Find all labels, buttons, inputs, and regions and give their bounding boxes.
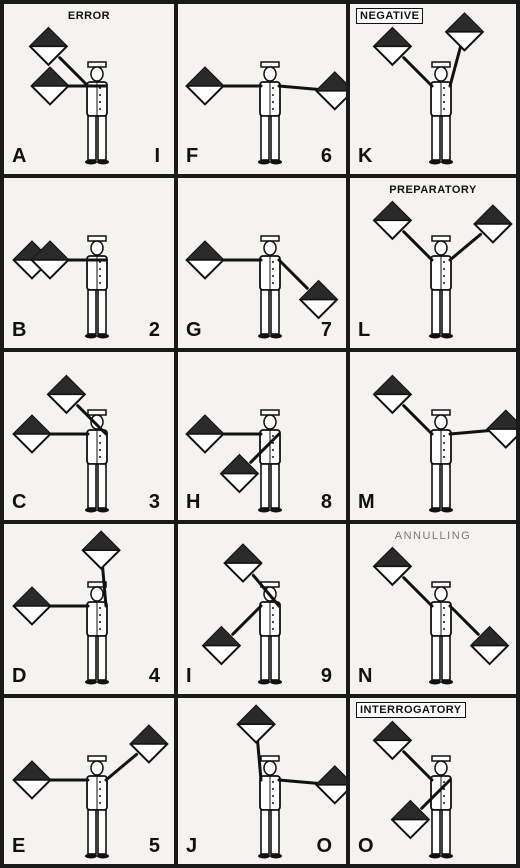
signal-letter: L <box>358 319 370 342</box>
signal-letter: A <box>12 145 26 168</box>
signaller-figure <box>429 756 453 859</box>
signaller-figure <box>85 62 109 165</box>
signal-letter: F <box>186 145 198 168</box>
signal-caption: ERROR <box>4 10 174 22</box>
semaphore-figure <box>350 178 516 348</box>
signal-digit: 7 <box>321 319 332 342</box>
semaphore-cell-a: ERROR A I <box>4 4 174 174</box>
right-flag <box>225 545 262 582</box>
right-flag <box>83 532 120 569</box>
signal-digit: I <box>154 145 160 168</box>
left-flag <box>187 68 224 105</box>
signal-digit: 8 <box>321 491 332 514</box>
signal-letter: J <box>186 835 197 858</box>
signal-letter: G <box>186 319 202 342</box>
semaphore-cell-o: INTERROGATORY O <box>350 698 516 864</box>
signaller-figure <box>429 410 453 513</box>
signal-digit: 6 <box>321 145 332 168</box>
semaphore-cell-h: H8 <box>178 352 346 520</box>
signal-digit: 2 <box>149 319 160 342</box>
signal-letter: E <box>12 835 25 858</box>
signal-letter: N <box>358 665 372 688</box>
signal-letter: K <box>358 145 372 168</box>
signaller-figure <box>85 236 109 339</box>
semaphore-figure <box>4 4 174 174</box>
right-flag <box>316 72 346 109</box>
signal-letter: D <box>12 665 26 688</box>
signal-letter: C <box>12 491 26 514</box>
semaphore-figure <box>350 524 516 694</box>
signal-letter: M <box>358 491 375 514</box>
signal-caption: INTERROGATORY <box>356 702 466 718</box>
right-flag <box>446 14 483 51</box>
signal-caption: PREPARATORY <box>350 184 516 196</box>
signaller-figure <box>429 236 453 339</box>
semaphore-cell-m: M <box>350 352 516 520</box>
signal-caption: ANNULLING <box>350 530 516 542</box>
signaller-figure <box>258 236 282 339</box>
semaphore-figure <box>350 352 516 520</box>
signal-caption: NEGATIVE <box>356 8 423 24</box>
semaphore-cell-l: PREPARATORY L <box>350 178 516 348</box>
semaphore-cell-k: NEGATIVE K <box>350 4 516 174</box>
signaller-figure <box>85 756 109 859</box>
signal-letter: H <box>186 491 200 514</box>
right-flag <box>487 411 516 448</box>
right-flag <box>316 766 346 803</box>
left-flag <box>187 416 224 453</box>
signal-letter: B <box>12 319 26 342</box>
left-flag <box>14 762 51 799</box>
signal-digit: 5 <box>149 835 160 858</box>
signaller-figure <box>258 62 282 165</box>
signal-digit: 4 <box>149 665 160 688</box>
right-flag <box>475 206 512 243</box>
signaller-figure <box>258 410 282 513</box>
left-flag <box>14 416 51 453</box>
signal-letter: I <box>186 665 192 688</box>
signaller-figure <box>429 62 453 165</box>
left-flag <box>238 706 275 743</box>
signal-digit: 9 <box>321 665 332 688</box>
signal-letter: O <box>358 835 374 858</box>
right-flag <box>131 726 168 763</box>
signal-digit: 3 <box>149 491 160 514</box>
signal-digit: O <box>316 835 332 858</box>
left-flag <box>187 242 224 279</box>
right-flag <box>32 68 69 105</box>
semaphore-cell-n: ANNULLING N <box>350 524 516 694</box>
signaller-figure <box>429 582 453 685</box>
semaphore-figure <box>350 698 516 864</box>
left-flag <box>14 588 51 625</box>
semaphore-figure <box>350 4 516 174</box>
